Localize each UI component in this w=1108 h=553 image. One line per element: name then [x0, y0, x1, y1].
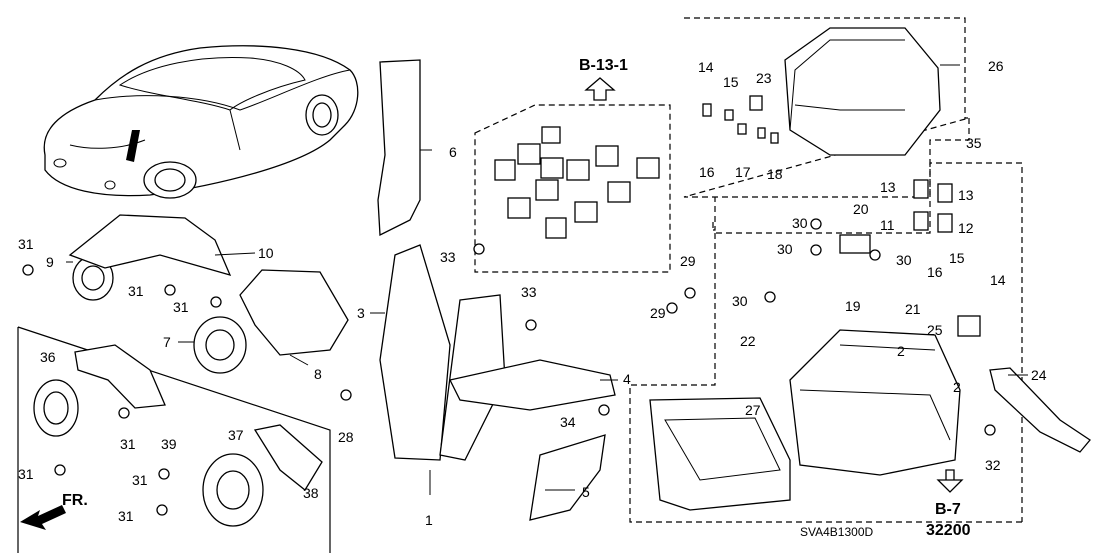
- callout: 22: [740, 333, 756, 349]
- down-arrow-icon: [936, 469, 964, 493]
- callout: 10: [258, 245, 274, 261]
- callout: 26: [988, 58, 1004, 74]
- callout: 5: [582, 484, 590, 500]
- callout: 30: [792, 215, 808, 231]
- callout: 33: [440, 249, 456, 265]
- callout: 7: [163, 334, 171, 350]
- up-arrow-icon: [584, 77, 616, 101]
- bracket-5: [529, 434, 606, 521]
- callout: 20: [853, 201, 869, 217]
- vehicle-illustration: [43, 45, 359, 199]
- callout: 31: [120, 436, 136, 452]
- callout: 25: [927, 322, 943, 338]
- callout: 4: [623, 371, 631, 387]
- callout: 31: [128, 283, 144, 299]
- front-arrow-icon: [20, 505, 66, 530]
- fuse-relay-box: [629, 162, 1023, 523]
- bracket-39: [74, 344, 166, 409]
- lower-cover: [649, 397, 791, 511]
- leader-lines: [66, 64, 1028, 495]
- callout-labels: 1 2 2 3 4 5 6 7 8 9 10 11 12 13 13 14 14…: [18, 58, 1047, 528]
- callout: 35: [966, 135, 982, 151]
- ecu-3: [379, 244, 451, 461]
- bracket-8: [239, 269, 349, 356]
- callout: 14: [990, 272, 1006, 288]
- horn-36: [33, 379, 79, 437]
- callout: 14: [698, 59, 714, 75]
- callout: 38: [303, 485, 319, 501]
- callout: 13: [958, 187, 974, 203]
- callout: 24: [1031, 367, 1047, 383]
- bolt-icons: [22, 218, 996, 516]
- callout: 29: [680, 253, 696, 269]
- callout: 34: [560, 414, 576, 430]
- callout: 11: [880, 217, 895, 233]
- callout: 30: [777, 241, 793, 257]
- callout: 8: [314, 366, 322, 382]
- callout: 2: [953, 379, 961, 395]
- horn-37: [202, 453, 264, 527]
- callout: 31: [132, 472, 148, 488]
- horn-7: [193, 316, 247, 374]
- figure-code: SVA4B1300D: [800, 525, 873, 539]
- bracket-10: [68, 214, 232, 277]
- bracket-4: [449, 359, 616, 411]
- callout: 30: [896, 252, 912, 268]
- callout: 16: [699, 164, 715, 180]
- callout: 12: [958, 220, 974, 236]
- callout: 33: [521, 284, 537, 300]
- fr-label: FR.: [62, 492, 88, 509]
- callout: 23: [756, 70, 772, 86]
- callout: 29: [650, 305, 666, 321]
- callout: 9: [46, 254, 54, 270]
- callout: 28: [338, 429, 354, 445]
- relay-icons: [494, 126, 660, 239]
- callout: 31: [118, 508, 134, 524]
- cover-6: [377, 59, 421, 237]
- relay-box-body: [789, 329, 961, 476]
- callout: 1: [425, 512, 433, 528]
- callout: 21: [905, 301, 921, 317]
- callout: 27: [745, 402, 761, 418]
- callout: 16: [927, 264, 943, 280]
- ref-b7-code: 32200: [926, 522, 971, 539]
- ref-b7: B-7: [935, 501, 961, 518]
- fuse-cover-box: [683, 17, 970, 198]
- callout: 32: [985, 457, 1001, 473]
- callout: 3: [357, 305, 365, 321]
- callout: 31: [173, 299, 189, 315]
- callout: 19: [845, 298, 861, 314]
- callout: 6: [449, 144, 457, 160]
- bracket-24: [989, 367, 1091, 453]
- fuse-box-cover: [784, 27, 941, 156]
- callout: 17: [735, 164, 751, 180]
- callout: 15: [949, 250, 965, 266]
- callout: 39: [161, 436, 177, 452]
- callout: 36: [40, 349, 56, 365]
- callout: 13: [880, 179, 896, 195]
- mini-fuse-icons: [702, 95, 779, 144]
- callout: 15: [723, 74, 739, 90]
- callout: 31: [18, 466, 34, 482]
- callout: 37: [228, 427, 244, 443]
- bracket-38: [253, 424, 323, 491]
- callout: 30: [732, 293, 748, 309]
- callout: 2: [897, 343, 905, 359]
- ref-b13-1: B-13-1: [579, 57, 628, 74]
- relay-group-box: B-13-1: [474, 57, 671, 273]
- callout: 18: [767, 166, 783, 182]
- callout: 31: [18, 236, 34, 252]
